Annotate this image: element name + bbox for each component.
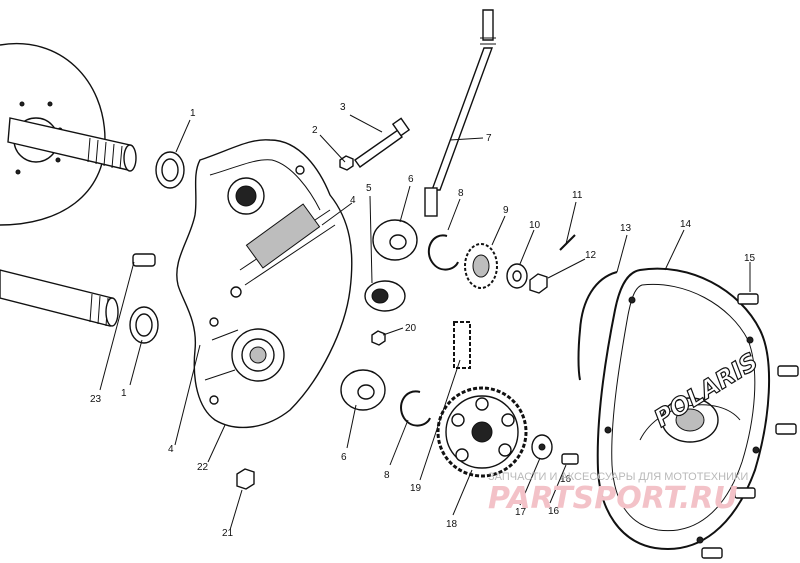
cover-bolt (777, 365, 799, 377)
callout-4: 4 (350, 195, 356, 206)
cover-gasket (577, 271, 618, 381)
bolt-and-nut (339, 117, 411, 171)
callout-19: 19 (410, 483, 422, 494)
callout-17: 17 (515, 507, 527, 518)
castle-nut-and-cotter-pin (529, 234, 576, 294)
dipstick (424, 9, 496, 217)
callout-13: 13 (620, 223, 632, 234)
callout-11: 11 (572, 190, 583, 201)
input-shaft (7, 117, 137, 172)
snap-ring-lower (400, 390, 431, 427)
callout-6-lower: 6 (341, 452, 347, 463)
callout-16-upper: 16 (560, 474, 572, 485)
callout-20: 20 (405, 323, 417, 334)
chain-tensioner (364, 280, 406, 312)
sprocket-washer (531, 434, 553, 460)
callout-6: 6 (408, 174, 414, 185)
leader-lines (99, 114, 751, 531)
callout-15: 15 (744, 253, 756, 264)
callout-10: 10 (529, 220, 541, 231)
callout-7: 7 (486, 133, 492, 144)
watermark-logo: PARTSPORT.RU (488, 481, 738, 516)
cover-bolts (701, 293, 799, 559)
callout-5: 5 (366, 183, 372, 194)
watermark: ЗАПЧАСТИ И АКСЕССУАРЫ ДЛЯ МОТОТЕХНИКИ PA… (488, 471, 748, 516)
callout-12: 12 (585, 250, 597, 261)
spacer-lower (340, 369, 386, 411)
cover-bolt (737, 293, 759, 305)
cover-bolt (775, 423, 797, 435)
cover-bolt (701, 547, 723, 559)
drive-sprocket (464, 243, 498, 289)
output-shaft (0, 269, 119, 327)
callout-labels: 1 2 3 4 5 6 7 8 9 10 11 12 13 14 15 20 2… (90, 102, 756, 539)
callout-3: 3 (340, 102, 346, 113)
callout-14: 14 (680, 219, 692, 230)
snap-ring-upper (427, 234, 459, 271)
drain-plug (236, 468, 255, 490)
callout-22: 22 (197, 462, 209, 473)
washer (506, 263, 528, 289)
callout-1-lower: 1 (121, 388, 127, 399)
callout-23: 23 (90, 394, 102, 405)
callout-1: 1 (190, 108, 196, 119)
callout-18: 18 (446, 519, 458, 530)
chaincase-cover: POLARIS (596, 267, 771, 550)
oil-seal-lower (129, 306, 159, 344)
plug (132, 253, 156, 267)
callout-9: 9 (503, 205, 509, 216)
nut (371, 330, 386, 346)
drive-chain (453, 321, 471, 369)
driven-sprocket (436, 386, 528, 478)
callout-16: 16 (548, 506, 560, 517)
watermark-tagline: ЗАПЧАСТИ И АКСЕССУАРЫ ДЛЯ МОТОТЕХНИКИ (488, 471, 748, 483)
sprocket-bolt (561, 453, 579, 465)
callout-2: 2 (312, 125, 318, 136)
chaincase-housing (176, 139, 353, 429)
spacer-upper (372, 219, 418, 261)
callout-4-lower: 4 (168, 444, 174, 455)
callout-8: 8 (458, 188, 464, 199)
cover-bolt (734, 487, 756, 499)
oil-seal-upper (155, 151, 185, 189)
callout-21: 21 (222, 528, 234, 539)
callout-8-lower: 8 (384, 470, 390, 481)
